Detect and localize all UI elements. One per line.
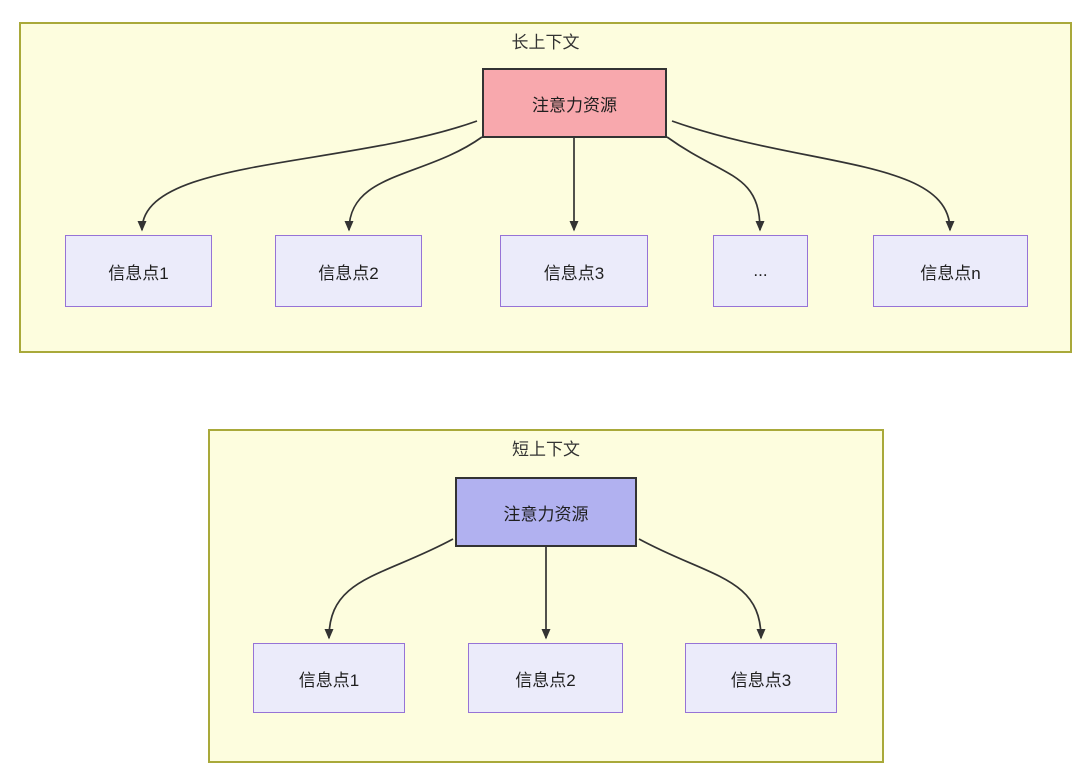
info-node-ellipsis-long: ... <box>713 235 808 307</box>
edge-to-info-1 <box>324 538 454 640</box>
attention-resource-node-short: 注意力资源 <box>455 477 637 547</box>
info-node-1-long: 信息点1 <box>65 235 212 307</box>
edge-to-info-n <box>671 120 955 232</box>
edge-to-info-1 <box>137 120 478 232</box>
long-context-panel: 长上下文 注意力资源 信息点1 信息点2 信息点3 ... 信息点n <box>19 22 1072 353</box>
info-node-2-long: 信息点2 <box>275 235 422 307</box>
edge-to-info-3 <box>638 538 766 640</box>
short-context-panel: 短上下文 注意力资源 信息点1 信息点2 信息点3 <box>208 429 884 763</box>
info-node-1-short: 信息点1 <box>253 643 405 713</box>
edge-to-info-ellipsis <box>666 136 765 232</box>
attention-resource-node-long: 注意力资源 <box>482 68 667 138</box>
info-node-3-long: 信息点3 <box>500 235 648 307</box>
info-node-n-long: 信息点n <box>873 235 1028 307</box>
info-node-3-short: 信息点3 <box>685 643 837 713</box>
short-context-title: 短上下文 <box>512 440 580 459</box>
info-node-2-short: 信息点2 <box>468 643 623 713</box>
long-context-title: 长上下文 <box>511 33 580 52</box>
edge-to-info-2 <box>344 136 483 232</box>
